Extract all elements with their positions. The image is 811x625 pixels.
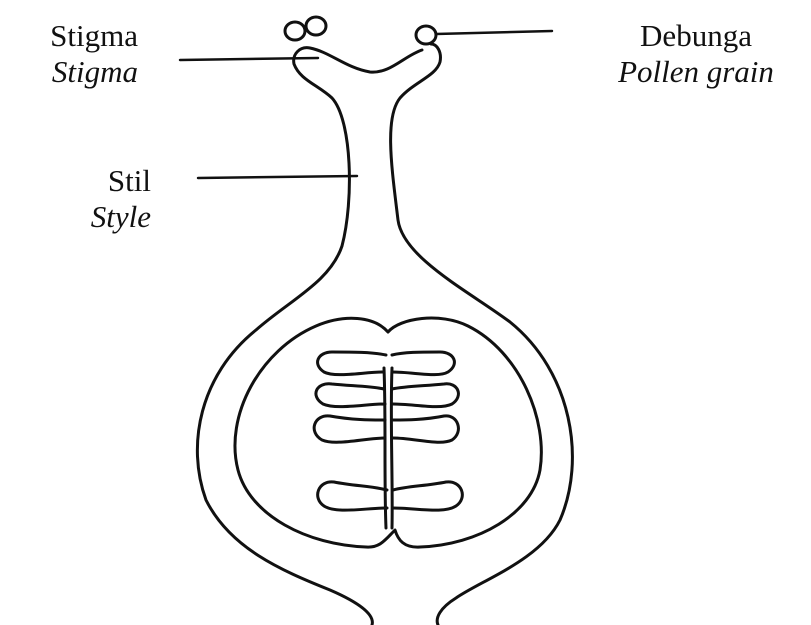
pollen-grain-2 xyxy=(306,17,326,35)
ovule-right-2 xyxy=(392,384,458,407)
stigma-label-english: Stigma xyxy=(50,54,138,90)
ovule-right-4 xyxy=(393,482,462,510)
stigma-label: Stigma Stigma xyxy=(50,18,138,90)
ovary-inner-wall xyxy=(235,318,541,547)
pollen-label-malay: Debunga xyxy=(591,18,801,54)
ovule-right-3 xyxy=(393,416,458,442)
ovule-left-4 xyxy=(318,482,387,510)
placenta-line xyxy=(384,368,392,528)
stigma-label-malay: Stigma xyxy=(50,18,138,54)
pollen-label-english: Pollen grain xyxy=(591,54,801,90)
pistil-outline xyxy=(197,44,572,625)
pollen-grain-3 xyxy=(416,26,436,44)
ovule-left-1 xyxy=(318,352,386,375)
ovule-right-1 xyxy=(392,352,454,375)
pollen-grain-1 xyxy=(285,22,305,40)
ovule-left-3 xyxy=(314,416,385,442)
style-leader-line xyxy=(198,176,357,178)
pollen-leader-line xyxy=(436,31,552,34)
style-label: Stil Style xyxy=(91,163,151,235)
style-label-english: Style xyxy=(91,199,151,235)
pollen-grain-label: Debunga Pollen grain xyxy=(591,18,801,90)
stigma-leader-line xyxy=(180,58,318,60)
style-label-malay: Stil xyxy=(91,163,151,199)
ovule-left-2 xyxy=(316,384,385,407)
